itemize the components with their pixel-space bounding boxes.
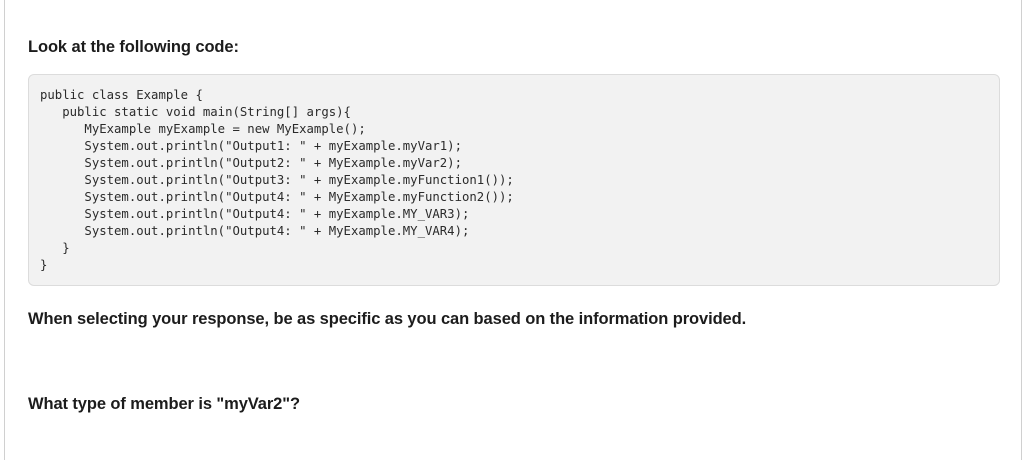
- right-frame-rule: [1021, 0, 1022, 460]
- code-prompt-heading: Look at the following code:: [28, 38, 239, 56]
- left-frame-rule: [4, 0, 5, 460]
- code-text: public class Example { public static voi…: [40, 88, 514, 272]
- java-code-block: public class Example { public static voi…: [28, 74, 1000, 286]
- question-prompt-text: What type of member is "myVar2"?: [28, 395, 300, 413]
- instruction-text: When selecting your response, be as spec…: [28, 310, 747, 328]
